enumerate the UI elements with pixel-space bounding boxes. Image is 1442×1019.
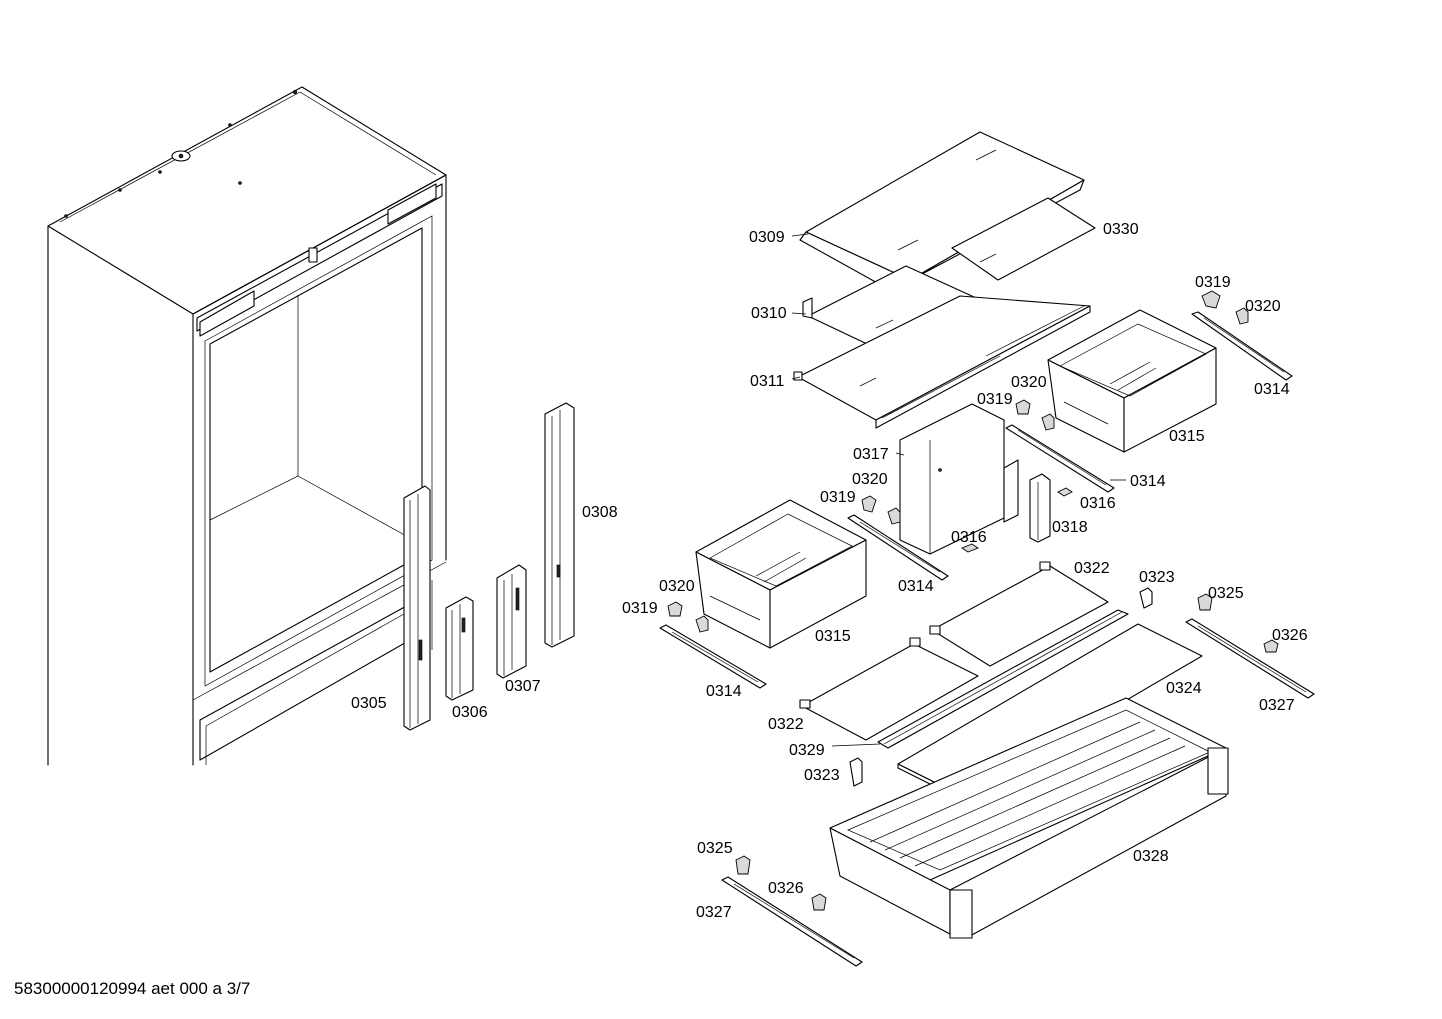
label-0320-b: 0320: [1011, 374, 1047, 391]
label-0315-a: 0315: [1169, 428, 1205, 445]
label-0324: 0324: [1166, 680, 1202, 697]
trim-part-0305: [403, 485, 431, 731]
label-0330: 0330: [1103, 221, 1139, 238]
label-0307: 0307: [505, 678, 541, 695]
rail-0314-top-right: [1191, 311, 1293, 381]
label-0309: 0309: [749, 229, 785, 246]
trim-part-0307: [496, 564, 527, 679]
clips-small: [667, 290, 1279, 911]
rail-bar-0329: [877, 609, 1129, 749]
crisper-drawer-0315-right: [1047, 309, 1217, 453]
drawer-ribs: [869, 721, 1186, 867]
document-footer: 58300000120994 aet 000 a 3/7: [14, 979, 251, 998]
block-0318: [1029, 473, 1051, 543]
label-0322-b: 0322: [768, 716, 804, 733]
clip-0316-upper: [1057, 487, 1073, 497]
crisper-drawer-0315-left: [695, 499, 867, 649]
label-0328: 0328: [1133, 848, 1169, 865]
rail-0327-right: [1185, 618, 1315, 699]
label-0317: 0317: [853, 446, 889, 463]
divider-0317: [899, 403, 1019, 555]
label-0316-a: 0316: [1080, 495, 1116, 512]
part-labels: 0305 0306 0307 0308 0309 0330 0310 0311 …: [351, 221, 1308, 921]
label-0314-c: 0314: [898, 578, 934, 595]
label-0320-c: 0320: [852, 471, 888, 488]
label-0329: 0329: [789, 742, 825, 759]
label-0315-b: 0315: [815, 628, 851, 645]
glass-plate-0330: [951, 197, 1096, 281]
rail-0314-upper-left: [847, 514, 949, 581]
label-0327-b: 0327: [696, 904, 732, 921]
label-0318: 0318: [1052, 519, 1088, 536]
label-0322-a: 0322: [1074, 560, 1110, 577]
rail-0314-lower-left: [659, 624, 767, 689]
label-0306: 0306: [452, 704, 488, 721]
label-0327-a: 0327: [1259, 697, 1295, 714]
glass-plate-0322-left: [799, 637, 979, 741]
label-0326-a: 0326: [1272, 627, 1308, 644]
label-0305: 0305: [351, 695, 387, 712]
label-0316-b: 0316: [951, 529, 987, 546]
label-0320-a: 0320: [1245, 298, 1281, 315]
clip-0316-lower: [961, 543, 979, 553]
label-0323-a: 0323: [1139, 569, 1175, 586]
label-0320-d: 0320: [659, 578, 695, 595]
trim-part-0306: [445, 596, 474, 701]
label-0319-b: 0319: [977, 391, 1013, 408]
label-0319-a: 0319: [1195, 274, 1231, 291]
trim-part-0308: [544, 402, 575, 648]
large-drawer-0328: [829, 697, 1229, 939]
label-0319-d: 0319: [622, 600, 658, 617]
rail-0327-left: [721, 876, 863, 967]
label-0314-b: 0314: [1130, 473, 1166, 490]
label-0319-c: 0319: [820, 489, 856, 506]
label-0325-a: 0325: [1208, 585, 1244, 602]
label-0323-b: 0323: [804, 767, 840, 784]
refrigerator-cabinet: [47, 86, 447, 766]
label-0308: 0308: [582, 504, 618, 521]
label-0326-b: 0326: [768, 880, 804, 897]
label-0310: 0310: [751, 305, 787, 322]
label-0314-d: 0314: [706, 683, 742, 700]
leader-lines: [791, 233, 1126, 747]
glass-plate-0322-right: [929, 561, 1109, 667]
rail-0314-middle: [1005, 424, 1115, 493]
label-0314-a: 0314: [1254, 381, 1290, 398]
shelf-0311: [793, 295, 1091, 429]
label-0325-b: 0325: [697, 840, 733, 857]
label-0311: 0311: [750, 373, 785, 390]
